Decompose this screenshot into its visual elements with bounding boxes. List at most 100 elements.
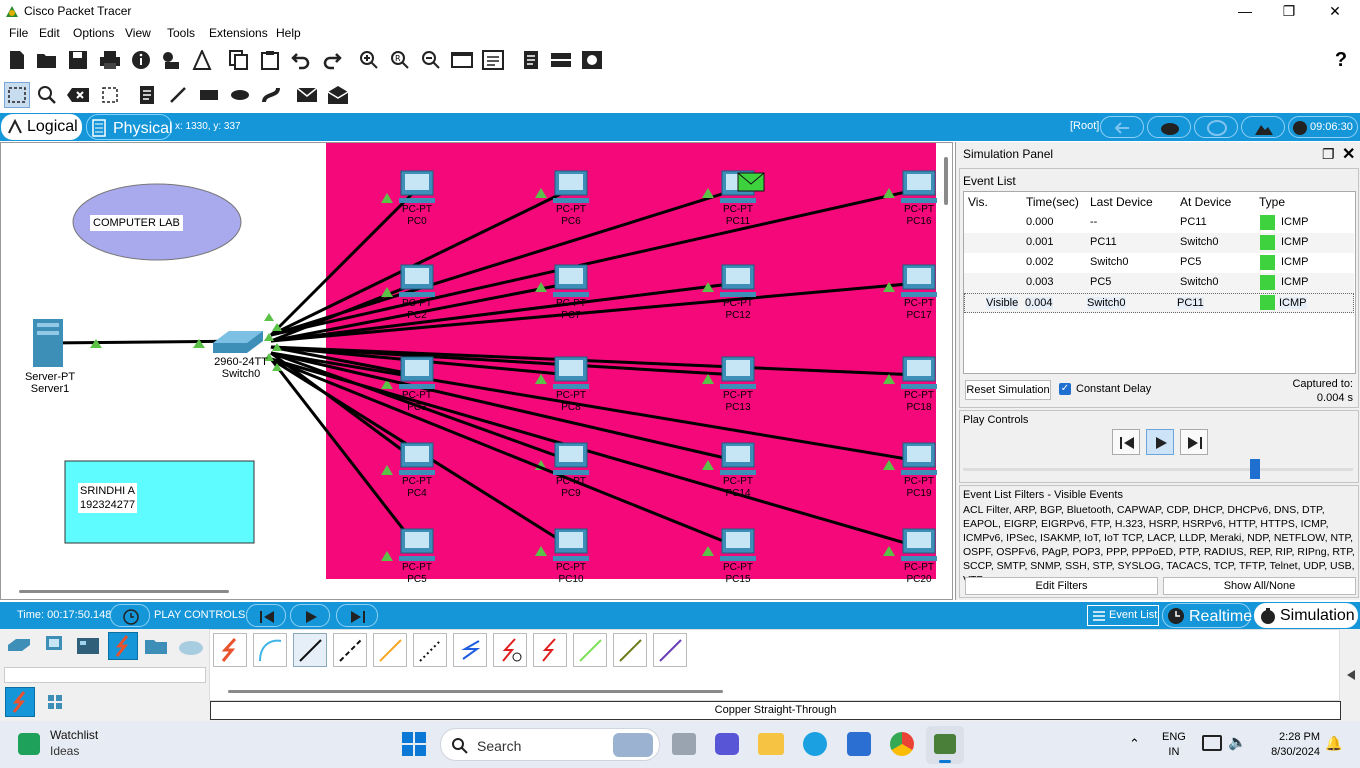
redo-icon[interactable]	[319, 47, 345, 73]
straight-through-cable-icon[interactable]	[293, 633, 327, 667]
packet-tracer-taskbar-button[interactable]	[926, 726, 964, 764]
topology-svg[interactable]	[1, 143, 953, 600]
set-background-button[interactable]	[1241, 116, 1285, 138]
iot-custom-cable-icon[interactable]	[613, 633, 647, 667]
multiuser-icon[interactable]	[177, 633, 203, 659]
photos-icon[interactable]	[847, 732, 871, 756]
close-button[interactable]: ✕	[1329, 3, 1341, 19]
pc-icon-pc4[interactable]	[399, 442, 435, 475]
table-row[interactable]: 0.003 PC5 Switch0 ICMP	[964, 273, 1354, 293]
zoom-out-icon[interactable]	[418, 47, 444, 73]
pc-icon-pc13[interactable]	[720, 356, 756, 389]
draw-line-icon[interactable]	[165, 82, 191, 108]
pc-icon-pc14[interactable]	[720, 442, 756, 475]
add-complex-pdu-icon[interactable]	[325, 82, 351, 108]
components-icon[interactable]	[75, 633, 101, 659]
image-icon[interactable]	[579, 47, 605, 73]
notification-bell-icon[interactable]: 🔔	[1325, 735, 1343, 751]
device-search-field[interactable]	[4, 667, 206, 683]
menu-extensions[interactable]: Extensions	[209, 26, 268, 40]
table-row[interactable]: 0.002 Switch0 PC5 ICMP	[964, 253, 1354, 273]
zoom-reset-icon[interactable]: R	[387, 47, 413, 73]
chrome-icon[interactable]	[890, 732, 914, 756]
end-devices-icon[interactable]	[40, 633, 66, 659]
console-cable-icon[interactable]	[253, 633, 287, 667]
help-icon[interactable]: ?	[1334, 48, 1348, 71]
pc-icon-pc6[interactable]	[553, 170, 589, 203]
table-row-selected[interactable]: Visible 0.004 Switch0 PC11 ICMP	[964, 293, 1354, 313]
crossover-cable-icon[interactable]	[333, 633, 367, 667]
network-info-icon[interactable]	[158, 47, 184, 73]
undock-icon[interactable]: ❐	[1322, 146, 1335, 162]
file-explorer-icon[interactable]	[758, 733, 784, 755]
root-label[interactable]: [Root]	[1070, 120, 1100, 132]
open-folder-icon[interactable]	[34, 47, 60, 73]
table-row[interactable]: 0.001 PC11 Switch0 ICMP	[964, 233, 1354, 253]
language-indicator[interactable]: ENG IN	[1162, 730, 1186, 760]
teams-icon[interactable]	[715, 733, 739, 755]
network-icon[interactable]	[1202, 735, 1222, 751]
col-at-device[interactable]: At Device	[1180, 195, 1232, 209]
show-all-none-button[interactable]: Show All/None	[1163, 577, 1356, 595]
col-time[interactable]: Time(sec)	[1026, 195, 1079, 209]
menu-edit[interactable]: Edit	[39, 26, 60, 40]
pc-icon-pc5[interactable]	[399, 528, 435, 561]
task-view-icon[interactable]	[672, 733, 696, 755]
custom-device-icon[interactable]	[480, 47, 506, 73]
event-list-toggle[interactable]: Event List	[1087, 605, 1159, 626]
constant-delay-checkbox[interactable]: ✓	[1059, 383, 1071, 395]
new-file-icon[interactable]	[4, 47, 30, 73]
pc-icon-pc3[interactable]	[399, 356, 435, 389]
bottom-play-button[interactable]	[290, 604, 330, 627]
pc-icon-pc2[interactable]	[399, 264, 435, 297]
pc-icon-pc20[interactable]	[901, 528, 937, 561]
print-icon[interactable]	[97, 47, 123, 73]
pc-icon-pc0[interactable]	[399, 170, 435, 203]
close-panel-icon[interactable]: ✕	[1342, 146, 1356, 163]
phone-cable-icon[interactable]	[413, 633, 447, 667]
chevron-up-icon[interactable]: ⌃	[1129, 736, 1140, 751]
usb-cable-icon[interactable]	[653, 633, 687, 667]
viewport-button[interactable]: 09:06:30	[1288, 116, 1358, 138]
logical-workspace[interactable]: COMPUTER LAB SRINDHI A 192324277 Server-…	[0, 142, 953, 600]
physical-tab[interactable]: Physical	[86, 114, 173, 140]
system-clock[interactable]: 2:28 PM 8/30/2024	[1260, 730, 1320, 760]
add-simple-pdu-icon[interactable]	[294, 82, 320, 108]
connections-subtype-icon[interactable]	[5, 687, 35, 717]
network-devices-icon[interactable]	[6, 633, 32, 659]
edge-icon[interactable]	[803, 732, 827, 756]
freeform-icon[interactable]	[258, 82, 284, 108]
pc-icon-pc18[interactable]	[901, 356, 937, 389]
maximize-button[interactable]: ❐	[1282, 3, 1296, 19]
pc-icon-pc12[interactable]	[720, 264, 756, 297]
draw-rectangle-icon[interactable]	[196, 82, 222, 108]
watchlist-title[interactable]: Watchlist	[50, 728, 99, 742]
cable-list-scrollbar[interactable]	[228, 690, 723, 693]
menu-view[interactable]: View	[125, 26, 151, 40]
pdu-list-icon[interactable]	[518, 47, 544, 73]
server-icon[interactable]	[33, 319, 63, 367]
speed-slider-thumb[interactable]	[1250, 459, 1260, 479]
reset-simulation-button[interactable]: Reset Simulation	[965, 380, 1051, 400]
serial-dce-cable-icon[interactable]	[493, 633, 527, 667]
table-row[interactable]: 0.000 -- PC11 ICMP	[964, 213, 1354, 233]
power-cycle-button[interactable]	[110, 604, 150, 627]
connections-icon[interactable]	[108, 632, 138, 660]
grid-icon[interactable]	[42, 689, 68, 715]
col-type[interactable]: Type	[1259, 195, 1286, 209]
col-vis[interactable]: Vis.	[968, 195, 988, 209]
menu-tools[interactable]: Tools	[167, 26, 196, 40]
auto-connection-icon[interactable]	[213, 633, 247, 667]
taskbar-search[interactable]: Search	[440, 728, 660, 761]
serial-dte-cable-icon[interactable]	[533, 633, 567, 667]
menu-help[interactable]: Help	[276, 26, 301, 40]
zoom-in-icon[interactable]	[356, 47, 382, 73]
bottom-forward-button[interactable]	[336, 604, 378, 627]
col-last-device[interactable]: Last Device	[1090, 195, 1153, 209]
undo-icon[interactable]	[288, 47, 314, 73]
inspect-icon[interactable]	[34, 82, 60, 108]
select-icon[interactable]	[4, 82, 30, 108]
pc-icon-pc9[interactable]	[553, 442, 589, 475]
pc-icon-pc10[interactable]	[553, 528, 589, 561]
pc-icon-pc17[interactable]	[901, 264, 937, 297]
